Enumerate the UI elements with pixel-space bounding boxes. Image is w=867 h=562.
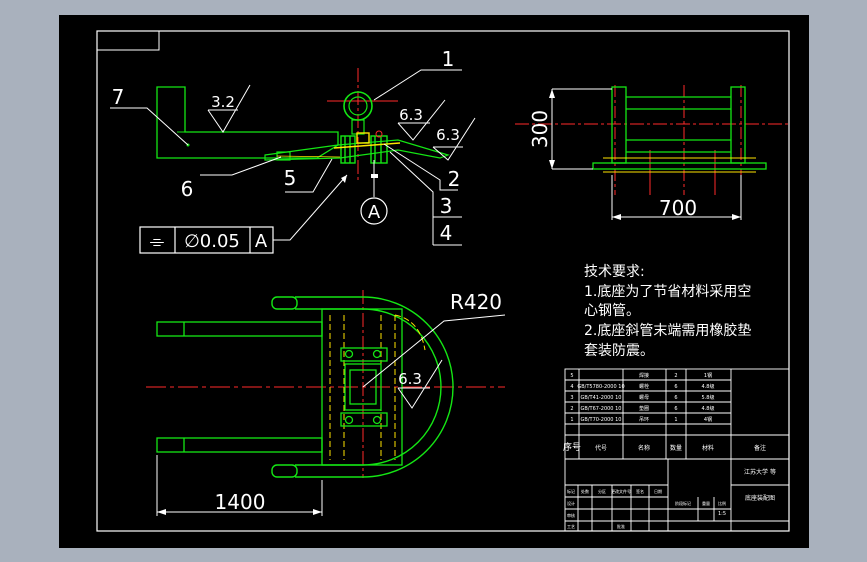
balloon-leaders <box>110 69 462 246</box>
tb-note-4: 4.8级 <box>702 383 715 390</box>
tb-no-4: 4 <box>570 384 573 390</box>
notes-title: 技术要求: <box>584 264 645 280</box>
tb-qty-4: 6 <box>674 384 677 390</box>
balloon-3: 3 <box>440 194 453 218</box>
tb-note-5: 1钢 <box>704 372 712 379</box>
hole-marker <box>375 130 383 138</box>
tb-code-2: GB/T67-2000 10 <box>581 406 622 412</box>
tb-code-4: GB/T5780-2000 10 <box>577 384 624 390</box>
roughness-value-2: 6.3 <box>399 106 423 124</box>
tb-name-1: 吊环 <box>639 417 649 423</box>
tb-company: 江苏大学 等 <box>744 468 776 476</box>
tb-label-1: 处数 <box>581 488 589 494</box>
tb-label-3: 更改文件号 <box>611 488 631 494</box>
notes-line-2: 心钢管。 <box>584 303 640 319</box>
tb-code-1: GB/T70-2000 10 <box>581 417 622 423</box>
base-body <box>156 86 339 159</box>
tolerance-datum: A <box>255 231 268 252</box>
roughness-1 <box>207 84 251 133</box>
tb-label-6: 设计 <box>567 500 575 506</box>
tb-qty-3: 6 <box>674 395 677 401</box>
balloon-4: 4 <box>440 221 453 245</box>
pipe-axis <box>276 155 341 158</box>
dimension-radius: R420 <box>450 290 502 314</box>
tb-label-9: 批准 <box>617 523 625 529</box>
side-view: 300 700 <box>515 85 790 220</box>
tb-label-8: 工艺 <box>567 524 575 529</box>
tb-no-3: 3 <box>570 395 573 401</box>
tolerance-frame: ⌯ ∅0.05 A <box>139 174 348 254</box>
tb-qty-5: 2 <box>674 373 677 379</box>
title-block: 5 焊接 2 1钢 4 GB/T5780-2000 10 螺栓 6 4.8级 3… <box>563 368 790 532</box>
tolerance-symbol: ⌯ <box>150 231 165 252</box>
tb-label-11: 重量 <box>702 500 710 506</box>
tb-no-5: 5 <box>570 373 573 379</box>
tb-header-note: 备注 <box>754 444 766 452</box>
tb-label-12: 比例 <box>718 500 726 506</box>
balloon-1: 1 <box>442 47 455 71</box>
roughness-value-4: 6.3 <box>398 370 422 388</box>
roughness-3 <box>432 117 476 161</box>
tb-note-1: 4钢 <box>704 416 712 423</box>
bolt-cluster <box>333 132 401 164</box>
tb-name-4: 螺栓 <box>639 383 649 390</box>
tb-label-10: 阶段标记 <box>675 500 691 506</box>
tb-label-2: 分区 <box>598 488 606 494</box>
balloon-6: 6 <box>181 177 194 201</box>
front-view: A ⌯ ∅0.05 A 3.2 6.3 6.3 <box>110 47 476 254</box>
tb-no-1: 1 <box>570 417 573 423</box>
tb-note-2: 4.8级 <box>702 405 715 412</box>
dimension-height: 300 <box>528 110 552 148</box>
tb-header-name: 名称 <box>638 444 650 452</box>
tb-header-qty: 数量 <box>670 444 682 452</box>
balloon-2: 2 <box>448 167 461 191</box>
roughness-value-1: 3.2 <box>211 93 235 111</box>
drawing-frame <box>96 30 790 532</box>
tb-label-5: 日期 <box>654 488 662 494</box>
datum-triangle <box>371 174 378 178</box>
tb-label-7: 审核 <box>567 512 575 518</box>
roughness-value-3: 6.3 <box>436 126 460 144</box>
balloon-7: 7 <box>112 85 125 109</box>
tb-name-2: 垫圈 <box>639 405 649 412</box>
tb-header-material: 材料 <box>702 444 714 452</box>
datum-label: A <box>368 202 381 223</box>
tb-scale: 1:5 <box>718 511 726 517</box>
tb-qty-1: 1 <box>674 417 677 423</box>
roughness-4 <box>397 359 443 409</box>
tb-code-3: GB/T41-2000 10 <box>581 395 622 401</box>
dimension-width: 700 <box>659 196 697 220</box>
datum-circle <box>360 197 388 225</box>
tb-header-code: 代号 <box>595 444 607 452</box>
tb-label-0: 标记 <box>567 488 575 494</box>
eyebolt-shank <box>351 119 365 135</box>
tb-note-3: 5.8级 <box>702 394 715 401</box>
dimension-length: 1400 <box>215 490 266 514</box>
corner-label-box <box>96 30 160 51</box>
notes-line-1: 1.底座为了节省材料采用空 <box>584 284 751 300</box>
tb-label-4: 签名 <box>636 488 644 494</box>
tb-name-5: 焊接 <box>639 372 649 379</box>
tb-drawing-name: 底座装配图 <box>745 494 775 502</box>
tolerance-value: ∅0.05 <box>184 231 240 252</box>
sheet-background <box>59 15 809 548</box>
tb-header-no: 序号 <box>563 441 581 453</box>
roughness-2 <box>397 99 446 141</box>
eyebolt-inner <box>348 96 368 116</box>
notes-line-4: 套装防震。 <box>584 343 654 359</box>
tb-qty-2: 6 <box>674 406 677 412</box>
notes-line-3: 2.底座斜管末端需用橡胶垫 <box>584 322 751 339</box>
tb-no-2: 2 <box>570 406 573 412</box>
tb-name-3: 螺母 <box>639 394 649 401</box>
technical-notes: 技术要求: 1.底座为了节省材料采用空 心钢管。 2.底座斜管末端需用橡胶垫 套… <box>584 264 751 359</box>
balloon-5: 5 <box>284 166 297 190</box>
top-view: R420 6.3 1400 <box>146 290 506 516</box>
